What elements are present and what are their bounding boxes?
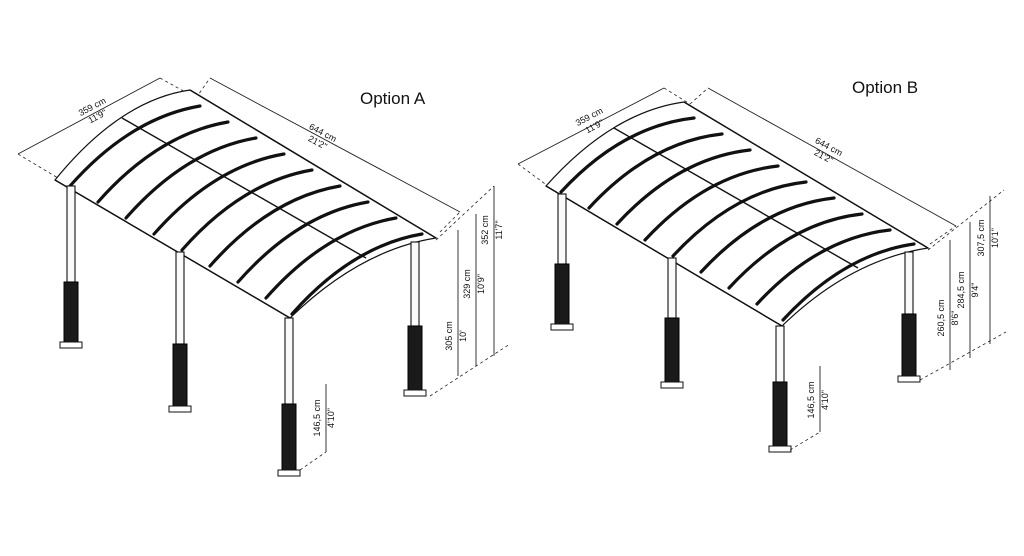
option-a-height-352-cm: 352 cm (480, 215, 490, 245)
option-a-height-305-cm: 305 cm (444, 321, 454, 351)
option-a-title: Option A (360, 89, 426, 108)
option-b-front-beam (545, 185, 783, 327)
option-a-height-329-ft: 10'9" (476, 274, 486, 294)
option-b-title: Option B (852, 78, 918, 97)
option-b-height-284-ft: 9'4" (970, 283, 980, 298)
option-a-height-329-cm: 329 cm (462, 269, 472, 299)
option-a-front-beam (54, 179, 291, 319)
option-a-ridge-beam (121, 117, 367, 259)
option-b-height-260-cm: 260,5 cm (936, 299, 946, 336)
option-a-height-352-ft: 11'7" (494, 220, 504, 239)
option-b-length-dimension-line (707, 87, 957, 227)
option-b-drawing: Option B 359 cm 11'9" 644 cm 21'2" (517, 78, 1007, 453)
option-b-back-beam (683, 101, 929, 249)
option-a-rafters (68, 104, 424, 316)
option-b-ridge-beam (613, 127, 859, 269)
option-b-rafters (559, 116, 916, 322)
option-b-height-307-cm: 307,5 cm (976, 219, 986, 256)
option-a-height-305-ft: 10' (458, 330, 468, 342)
option-a-base-ft: 4'10" (326, 408, 336, 428)
option-b-base-ft: 4'10" (820, 390, 830, 410)
option-b-width-dimension-line (517, 87, 665, 165)
option-a-width-dimension-line (17, 77, 161, 155)
option-b-height-307-ft: 10'1" (990, 228, 1000, 248)
option-a-base-cm: 146,5 cm (312, 399, 322, 436)
option-b-posts (550, 193, 921, 453)
option-b-height-260-ft: 8'6" (950, 311, 960, 326)
option-a-posts (59, 185, 427, 477)
option-a-back-beam (189, 89, 437, 239)
option-a-length-dimension-line (209, 77, 461, 213)
option-a-drawing: Option A 359 cm 11'9" 644 cm 21'2" (17, 77, 511, 477)
option-b-height-284-cm: 284,5 cm (956, 271, 966, 308)
option-b-base-cm: 146,5 cm (806, 381, 816, 418)
